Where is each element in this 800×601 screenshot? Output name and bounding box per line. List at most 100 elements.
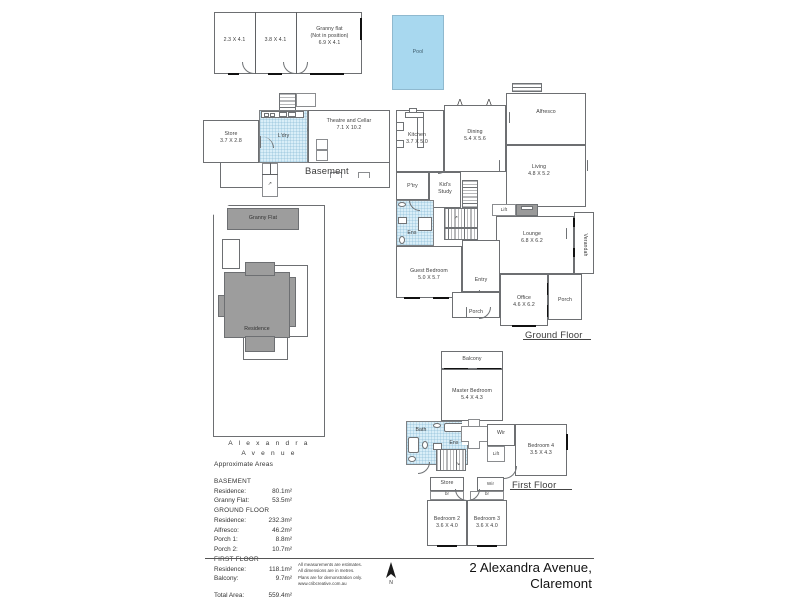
first-bed2-label-1: Bedroom 2 — [433, 516, 461, 522]
areas-total-row: Total Area: 559.4m² — [214, 591, 344, 601]
areas-row: Balcony: 9.7m² — [214, 574, 344, 584]
property-title: 2 Alexandra Avenue, Claremont — [380, 560, 592, 592]
ground-floor-underline — [523, 339, 591, 341]
ground-dining-label-1: Dining — [467, 129, 483, 135]
site-residence-wing-top — [245, 262, 275, 276]
areas-section-name: BASEMENT — [214, 478, 252, 486]
first-robe-2-label: br — [484, 491, 490, 496]
first-bed4-label-1: Bedroom 4 — [527, 443, 555, 449]
ground-stair-arrow: ↗ — [453, 215, 459, 221]
first-wir-lower — [477, 477, 504, 491]
ground-guest-bedroom — [396, 246, 462, 298]
north-arrow-icon — [386, 562, 396, 578]
dining-skylight-2: Λ — [486, 98, 492, 107]
first-hall-mask-4 — [485, 427, 487, 441]
granny-flat-window-1 — [268, 73, 282, 75]
basement-upper-box — [296, 93, 316, 107]
granny-flat-room2-label: 3.8 X 4.1 — [264, 37, 287, 43]
areas-row: Alfresco: 46.2m² — [214, 526, 344, 536]
basement-stair-line — [262, 174, 278, 175]
property-title-line-2: Claremont — [530, 576, 592, 592]
street-name-line1: A l e x a n d r a — [228, 440, 310, 447]
ground-staircase — [444, 208, 478, 228]
first-wir-upper — [487, 424, 515, 446]
first-bedroom-2 — [427, 500, 467, 546]
site-residence-label: Residence — [244, 326, 270, 332]
areas-row-value: 53.5m² — [272, 497, 292, 505]
areas-total-label: Total Area: — [214, 592, 245, 600]
site-granny-flat — [227, 208, 299, 230]
laundry-sink-1 — [264, 112, 269, 117]
basement-stair-arrow: ↗ — [267, 181, 273, 187]
property-title-line-1: 2 Alexandra Avenue, — [469, 560, 592, 575]
guest-window-2 — [433, 297, 449, 299]
ground-lounge-label-2: 6.8 X 6.2 — [521, 238, 543, 244]
site-granny-flat-label: Granny Flat — [248, 215, 278, 221]
granny-flat-window-2 — [228, 73, 239, 75]
basement-store-label-1: Store — [224, 131, 238, 137]
ground-ensuite-label: Ens — [407, 230, 417, 236]
first-bath-door — [418, 462, 430, 474]
areas-row: Porch 2: 10.7m² — [214, 545, 344, 555]
granny-flat-window-4 — [360, 18, 362, 40]
laundry-appliance-1 — [279, 111, 287, 118]
site-residence-nub-left — [218, 295, 225, 317]
footer-rule — [205, 558, 594, 559]
ground-kitchen-label-1: Kitchen — [407, 132, 426, 138]
ground-lounge-label-1: Lounge — [523, 231, 541, 237]
first-bed3-label-2: 3.6 X 4.0 — [476, 523, 498, 529]
areas-section: GROUND FLOOR Residence: 232.3m² Alfresco… — [214, 506, 344, 555]
first-wir-upper-label: Wir — [496, 430, 506, 436]
street-name-line2: A v e n u e — [241, 450, 297, 457]
balcony-rail-2 — [477, 368, 501, 370]
ground-pantry — [396, 172, 429, 200]
granny-flat-main-label-1: Granny flat — [316, 26, 343, 32]
first-master-label-1: Master Bedroom — [452, 388, 492, 394]
first-stair-arrow: ↘ — [455, 461, 461, 467]
ground-lift — [492, 204, 516, 216]
balcony-rail-1 — [444, 368, 468, 370]
north-letter-label: N — [389, 580, 393, 586]
pool-shape — [392, 15, 444, 90]
ground-living-label-1: Living — [531, 164, 547, 170]
ground-lounge — [496, 216, 574, 274]
areas-row-value: 80.1m² — [272, 487, 292, 495]
ground-kids-study-label-1: Kid's — [439, 182, 451, 188]
kitchen-cooktop — [409, 108, 417, 113]
ground-dining-label-2: 5.4 X 5.6 — [464, 136, 486, 142]
ground-ensuite-basin — [398, 202, 406, 207]
kitchen-sink — [396, 140, 404, 148]
dining-skylight-1: Λ — [457, 98, 463, 107]
areas-row-value: 232.3m² — [268, 516, 292, 524]
granny-flat-window-3 — [310, 73, 344, 75]
first-bed3-label-1: Bedroom 3 — [473, 516, 501, 522]
ground-porch-2-label: Porch — [557, 297, 573, 303]
site-corner-cut — [213, 205, 229, 215]
granny-flat-divider-1 — [255, 12, 256, 74]
office-window-bottom — [512, 325, 536, 327]
verandah-window-bottom — [573, 248, 575, 257]
ground-office-label-1: Office — [516, 295, 532, 301]
areas-row-label: Porch 1: — [214, 536, 238, 544]
first-ensuite-label: Ens — [449, 440, 459, 446]
living-door-right — [578, 160, 588, 171]
ground-ensuite-vanity — [398, 217, 407, 224]
areas-row-value: 118.1m² — [269, 565, 292, 573]
first-bed4-label-2: 3.5 X 4.3 — [530, 450, 552, 456]
first-hall-mask-2 — [469, 440, 479, 442]
disclaimer-line-3: Plans are for demonstration only. — [298, 574, 363, 580]
alfresco-step — [512, 83, 542, 92]
granny-flat-main-label-2: (Not in position) — [310, 33, 349, 39]
basement-laundry — [259, 110, 308, 163]
first-master-label-2: 5.4 X 4.3 — [461, 395, 483, 401]
first-toilet-1 — [422, 441, 428, 449]
areas-row-value: 8.8m² — [275, 536, 292, 544]
first-floor-label: First Floor — [512, 479, 557, 490]
ground-guest-label-1: Guest Bedroom — [410, 268, 448, 274]
basement-store-label-2: 3.7 X 2.8 — [220, 138, 242, 144]
basement-theatre-cellar — [308, 110, 390, 163]
ground-kitchen-label-2: 3.7 X 5.0 — [406, 139, 428, 145]
ground-entry-label: Entry — [474, 277, 488, 283]
areas-total-value: 559.4m² — [268, 592, 292, 600]
ground-verandah-label: Verandah — [582, 233, 588, 257]
